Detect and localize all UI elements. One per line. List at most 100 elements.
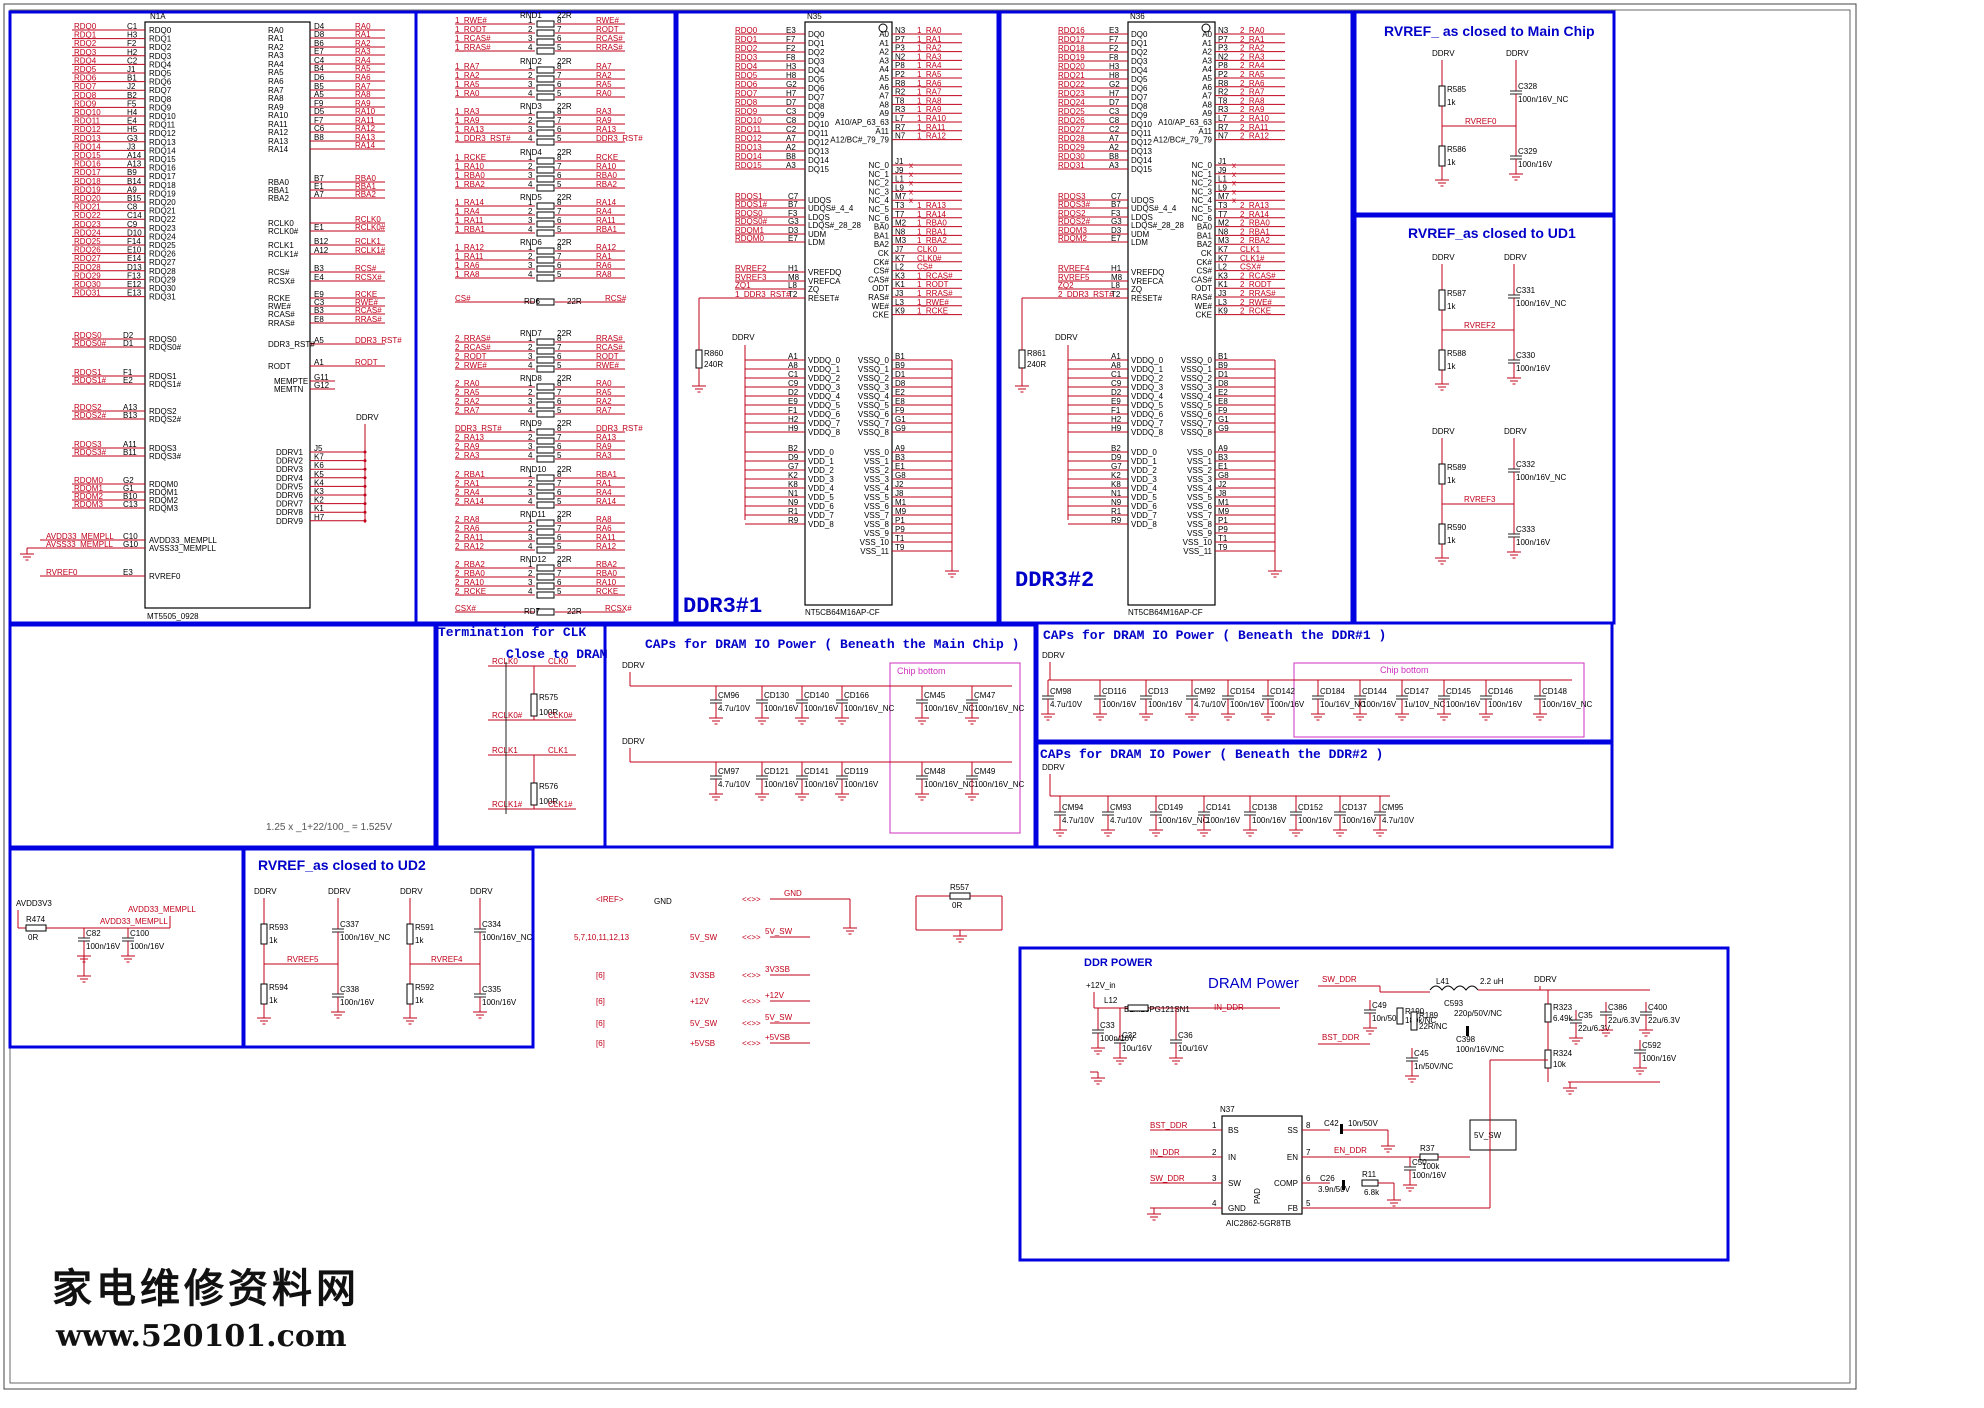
dq-net: RDQ11 bbox=[735, 125, 762, 134]
ctrl-net: 1_DDR3_RST# bbox=[735, 290, 791, 299]
vddq-pin: A8 bbox=[1111, 361, 1121, 370]
rnd-pin: 5 bbox=[557, 225, 562, 234]
rnd-left-net: 2_RBA2 bbox=[455, 560, 485, 569]
dq-net: RDQ3 bbox=[735, 53, 758, 62]
rnd-left-net: 1_RA13 bbox=[455, 125, 484, 134]
vssq-pin: B1 bbox=[895, 352, 905, 361]
ctrl-net: 2_RODT bbox=[1240, 280, 1272, 289]
rnd-pin: 8 bbox=[557, 379, 562, 388]
dq-pin: H7 bbox=[1109, 89, 1120, 98]
rnd-value: 22R bbox=[557, 555, 572, 564]
resistor-body bbox=[1438, 145, 1446, 167]
rnd-value: 22R bbox=[557, 102, 572, 111]
ground-symbol bbox=[795, 712, 809, 725]
net-label: RRAS# bbox=[355, 315, 382, 324]
vdd-name: VDD_4 bbox=[1131, 484, 1157, 493]
net-label: RA0 bbox=[355, 22, 371, 31]
pin-name: RDQ10 bbox=[149, 112, 176, 121]
chip-bottom-label-main: Chip bottom bbox=[897, 666, 946, 676]
cap-value: 100n/16V bbox=[86, 942, 121, 951]
rnd-left-net: 1_RA11 bbox=[455, 216, 484, 225]
pin-name: RA12 bbox=[268, 128, 289, 137]
ctrl-net: RDQM2 bbox=[1058, 234, 1087, 243]
resistor-ref: R592 bbox=[415, 983, 435, 992]
net-label: RDQM0 bbox=[74, 476, 103, 485]
vddq-name: VDDQ_5 bbox=[808, 401, 841, 410]
vdd-name: VDD_5 bbox=[1131, 493, 1157, 502]
title-rvref-ud1: RVREF_as closed to UD1 bbox=[1408, 225, 1576, 241]
ic-pin-name: BS bbox=[1228, 1126, 1239, 1135]
rnd-value: 22R bbox=[557, 419, 572, 428]
rnd-ref: RND2 bbox=[520, 57, 542, 66]
ctrl-pin: L1 bbox=[895, 175, 904, 184]
addr-name: A7 bbox=[879, 92, 889, 101]
rnd-left-net: 1_RCKE bbox=[455, 153, 486, 162]
dq-net: RDQ6 bbox=[735, 80, 758, 89]
dq-name: DQ10 bbox=[808, 120, 829, 129]
ctrl-pin: J9 bbox=[895, 166, 904, 175]
ground-symbol bbox=[77, 970, 91, 983]
rnd-pin: 2 bbox=[528, 25, 533, 34]
rnd-ref: RND5 bbox=[520, 193, 542, 202]
pin-name: RDQS0# bbox=[149, 343, 182, 352]
rnd-pin: 5 bbox=[557, 134, 562, 143]
ctrl-pin: F3 bbox=[788, 209, 798, 218]
cap-value: 100n/16V bbox=[764, 704, 799, 713]
ctrl-pin: K9 bbox=[895, 307, 905, 316]
dq-pin: H8 bbox=[786, 71, 797, 80]
net-label: RDQ0 bbox=[74, 22, 97, 31]
pin-name: RA2 bbox=[268, 43, 284, 52]
ctrl-net: RVREF3 bbox=[735, 273, 767, 282]
dq-pin: A3 bbox=[1109, 161, 1119, 170]
pin-number: F13 bbox=[127, 271, 141, 280]
vssq-pin: D8 bbox=[1218, 379, 1229, 388]
vdd-name: VDD_7 bbox=[808, 511, 834, 520]
addr-pin: P3 bbox=[895, 44, 905, 53]
pin-number: F1 bbox=[123, 368, 133, 377]
dq-pin: E3 bbox=[786, 26, 796, 35]
port-arrows: <<>> bbox=[742, 997, 761, 1006]
pin-number: B4 bbox=[314, 64, 324, 73]
pin-number: B13 bbox=[123, 411, 138, 420]
rnd-left-net: 1_RA7 bbox=[455, 62, 480, 71]
cap-value: 100n/16V_NC bbox=[924, 704, 974, 713]
rnd-element bbox=[536, 274, 555, 282]
nc-mark: x bbox=[1232, 187, 1236, 196]
rnd-pin: 1 bbox=[528, 198, 533, 207]
cap-value: 100n/16V bbox=[1206, 816, 1241, 825]
addr-name: A8 bbox=[879, 100, 889, 109]
vss-pin: P1 bbox=[895, 516, 905, 525]
cap-value: 100n/16V bbox=[1516, 538, 1551, 547]
rnd-right-net: RA3 bbox=[596, 451, 612, 460]
pin-number: C1 bbox=[127, 22, 138, 31]
resistor-ref: R594 bbox=[269, 983, 289, 992]
ctrl-name: CAS# bbox=[1191, 275, 1212, 284]
vssq-pin: E2 bbox=[1218, 388, 1228, 397]
cap-value: 100n/16V bbox=[1342, 816, 1377, 825]
pin-name: RA9 bbox=[268, 103, 284, 112]
port-arrows: <<>> bbox=[742, 895, 761, 904]
rnd-ref: RND12 bbox=[520, 555, 547, 564]
rnd-element bbox=[536, 20, 555, 28]
vss-name: VSS_2 bbox=[1187, 466, 1212, 475]
cap-ref: C32 bbox=[1122, 1031, 1137, 1040]
net-label: RDQ20 bbox=[74, 194, 101, 203]
pin-number: C6 bbox=[314, 124, 325, 133]
ddrv-label: DDRV bbox=[1042, 763, 1065, 772]
dq-net: RDQ16 bbox=[1058, 26, 1085, 35]
rnd-element bbox=[536, 483, 555, 491]
vss-pin: E1 bbox=[895, 462, 905, 471]
rnd-element bbox=[536, 546, 555, 554]
ctrl-net: RDQS2 bbox=[1058, 209, 1086, 218]
ground-symbol bbox=[1381, 1140, 1395, 1153]
ctrl-name: NC_0 bbox=[869, 161, 890, 170]
ctrl-pin: K9 bbox=[1218, 307, 1228, 316]
rnd-element bbox=[536, 455, 555, 463]
